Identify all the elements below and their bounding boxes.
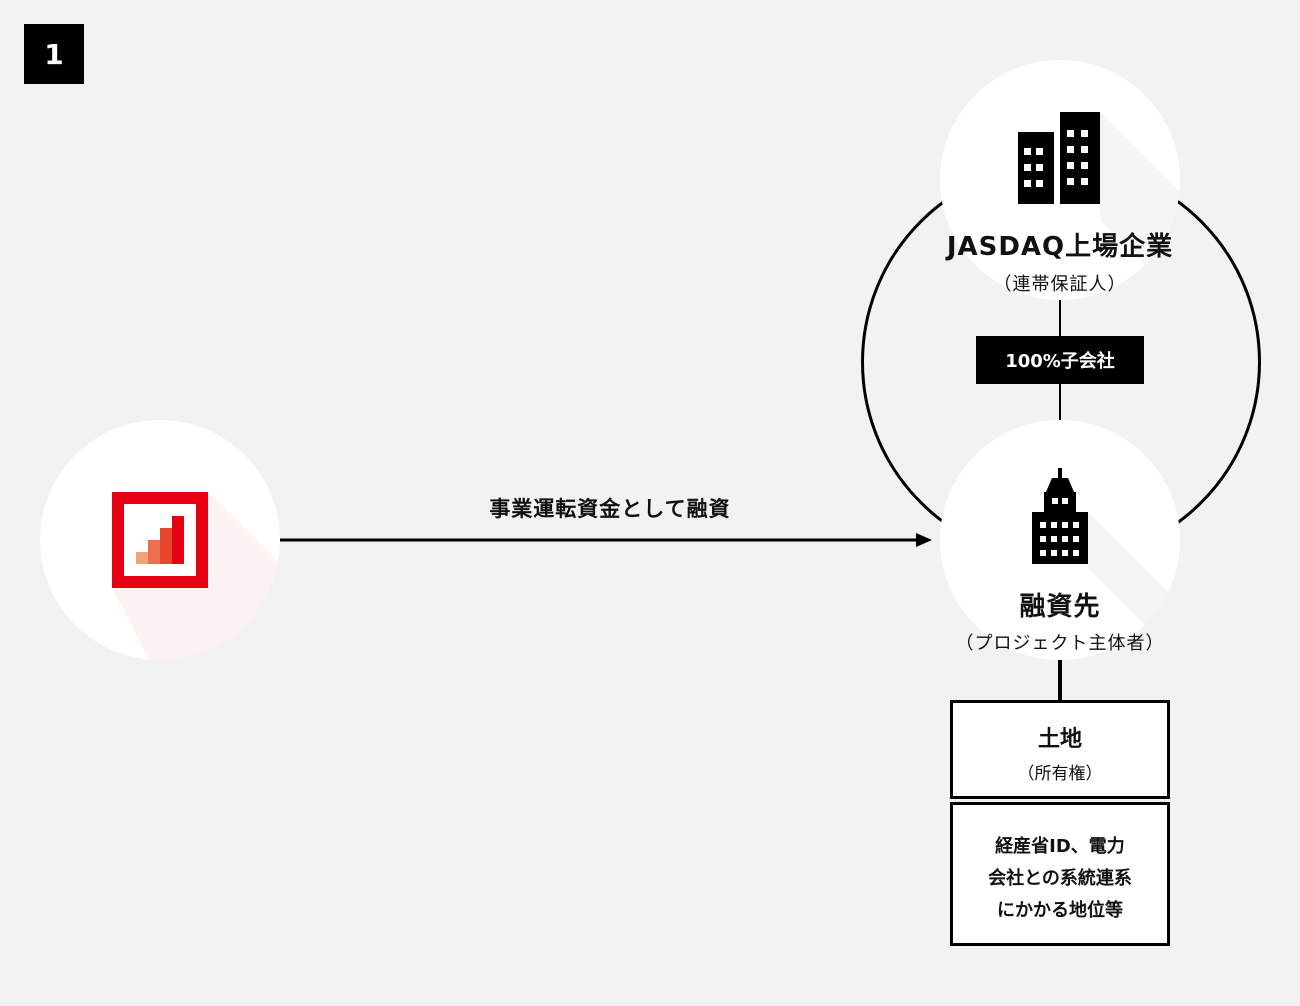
- rights-line: にかかる地位等: [997, 900, 1123, 921]
- rights-line: 会社との系統連系: [988, 868, 1132, 889]
- subsidiary-label: 100%子会社: [976, 336, 1144, 384]
- rights-box: 経産省ID、電力 会社との系統連系 にかかる地位等: [950, 802, 1170, 946]
- loan-arrow: [280, 533, 932, 547]
- tower-building-icon: [1032, 468, 1180, 660]
- borrower-circle: [940, 420, 1180, 660]
- land-title: 土地: [1037, 727, 1082, 752]
- rights-line: 経産省ID、電力: [995, 836, 1125, 857]
- land-subtitle: （所有権）: [1017, 764, 1103, 784]
- land-box: 土地 （所有権）: [950, 700, 1170, 799]
- borrower-subtitle: （プロジェクト主体者）: [955, 633, 1165, 654]
- borrower-title: 融資先: [1019, 592, 1101, 622]
- lender-circle: [40, 420, 280, 660]
- arrow-label: 事業運転資金として融資: [489, 497, 731, 521]
- lender-logo-icon: [112, 492, 280, 660]
- office-buildings-icon: [1018, 112, 1180, 300]
- parent-title: JASDAQ上場企業: [946, 232, 1174, 262]
- step-badge: 1: [24, 24, 84, 84]
- parent-subtitle: （連帯保証人）: [993, 274, 1127, 295]
- asset-connector: [1058, 660, 1062, 702]
- parent-circle: [940, 60, 1180, 300]
